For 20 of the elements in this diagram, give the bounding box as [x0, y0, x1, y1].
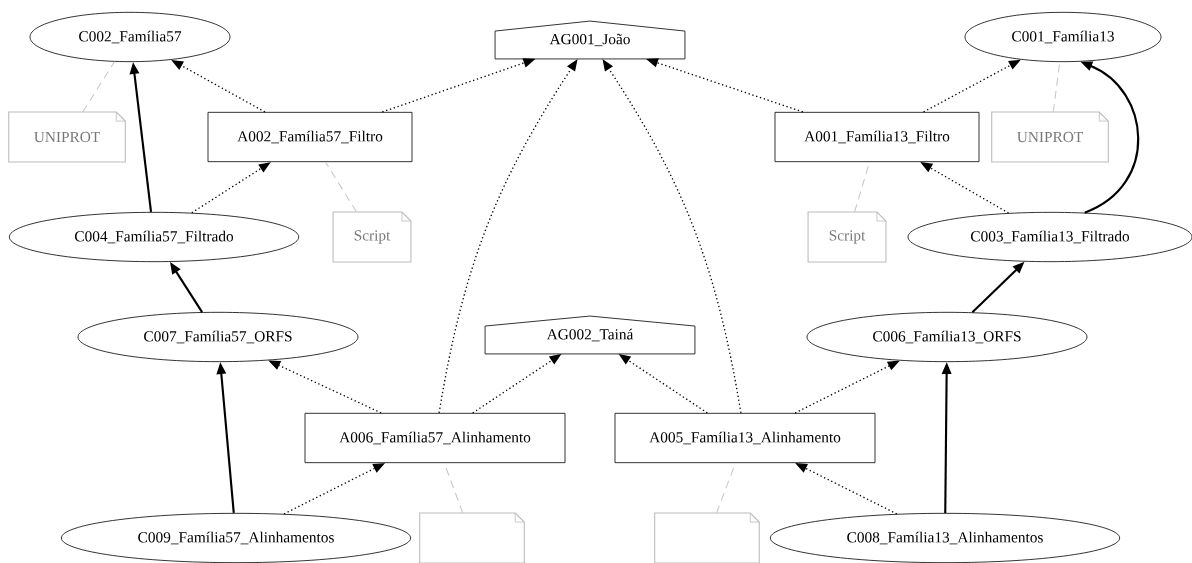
connector-line — [443, 462, 464, 514]
connector-line — [325, 161, 358, 213]
note-box: UNIPROT — [8, 111, 126, 163]
connector-line — [1052, 61, 1061, 113]
connector-line — [853, 161, 871, 213]
arrow — [191, 162, 271, 214]
arrow — [438, 59, 578, 414]
activity-box: A006_Família57_Alinhamento — [304, 412, 566, 464]
arrow — [602, 59, 742, 414]
note-box: UNIPROT — [991, 111, 1109, 163]
activity-box: A005_Família13_Alinhamento — [614, 412, 876, 464]
agent-box: AG001_João — [494, 20, 686, 60]
connector-line — [715, 462, 737, 514]
activity-box: A002_Família57_Filtro — [207, 111, 413, 163]
agent-box: AG002_Tainá — [484, 315, 696, 355]
activity-box: A001_Família13_Filtro — [774, 111, 980, 163]
note-box: Script — [332, 211, 412, 263]
note-box — [654, 512, 760, 563]
note-box: Script — [807, 211, 887, 263]
note-box — [419, 512, 525, 563]
